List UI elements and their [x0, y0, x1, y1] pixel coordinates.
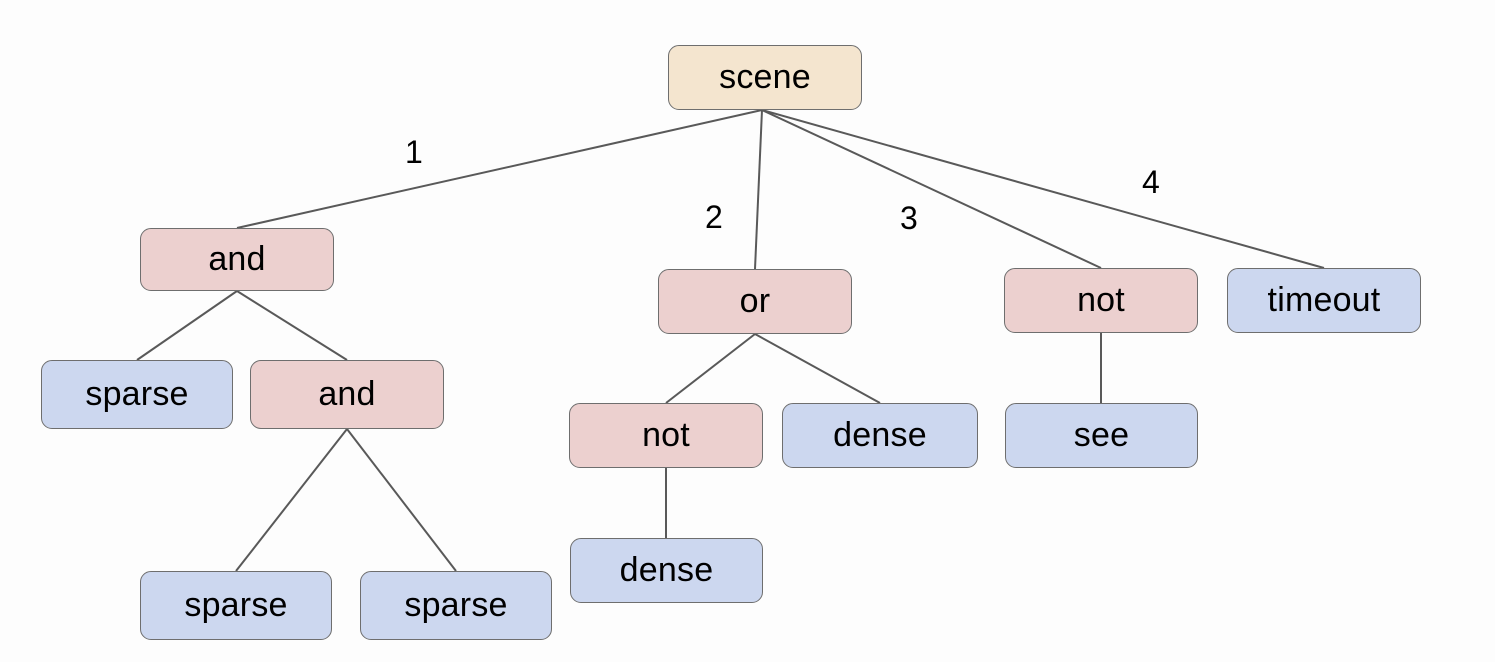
- tree-node-not2[interactable]: not: [1004, 268, 1198, 333]
- tree-edge-or1-to-not1: [665, 333, 756, 404]
- tree-node-scene[interactable]: scene: [668, 45, 862, 110]
- tree-node-label: not: [1077, 280, 1125, 319]
- tree-node-label: see: [1073, 415, 1130, 454]
- tree-node-sparse3[interactable]: sparse: [360, 571, 552, 640]
- tree-node-label: sparse: [85, 374, 189, 413]
- tree-node-label: and: [208, 239, 266, 278]
- tree-node-label: sparse: [404, 585, 508, 624]
- tree-node-sparse2[interactable]: sparse: [140, 571, 332, 640]
- tree-node-label: not: [642, 415, 690, 454]
- tree-node-and1[interactable]: and: [140, 228, 334, 291]
- tree-node-label: dense: [619, 550, 714, 589]
- tree-edge-or1-to-dense1: [754, 333, 881, 404]
- tree-edge-and2-to-sparse3: [346, 428, 457, 572]
- tree-edge-and1-to-sparse1: [136, 290, 238, 361]
- tree-node-label: sparse: [184, 585, 288, 624]
- tree-node-dense1[interactable]: dense: [782, 403, 978, 468]
- tree-node-label: dense: [833, 415, 927, 454]
- tree-node-label: scene: [719, 57, 811, 96]
- tree-edge-scene-to-timeout1: [761, 109, 1325, 269]
- tree-node-not1[interactable]: not: [569, 403, 763, 468]
- tree-edge-and2-to-sparse2: [235, 428, 348, 572]
- tree-node-sparse1[interactable]: sparse: [41, 360, 233, 429]
- tree-edge-scene-to-not2: [761, 109, 1102, 269]
- tree-node-label: or: [739, 281, 771, 320]
- tree-node-timeout1[interactable]: timeout: [1227, 268, 1421, 333]
- edge-label-1: 1: [405, 134, 423, 170]
- tree-edge-scene-to-or1: [754, 109, 763, 270]
- tree-node-or1[interactable]: or: [658, 269, 852, 334]
- tree-node-dense2[interactable]: dense: [570, 538, 763, 603]
- tree-node-see1[interactable]: see: [1005, 403, 1198, 468]
- tree-edge-and1-to-and2: [236, 290, 348, 361]
- edge-label-2: 2: [705, 199, 723, 235]
- tree-node-label: timeout: [1267, 280, 1381, 319]
- edge-label-3: 3: [900, 200, 918, 236]
- tree-edge-scene-to-and1: [236, 109, 763, 229]
- tree-node-and2[interactable]: and: [250, 360, 444, 429]
- edge-label-4: 4: [1142, 164, 1160, 200]
- tree-node-label: and: [318, 374, 376, 413]
